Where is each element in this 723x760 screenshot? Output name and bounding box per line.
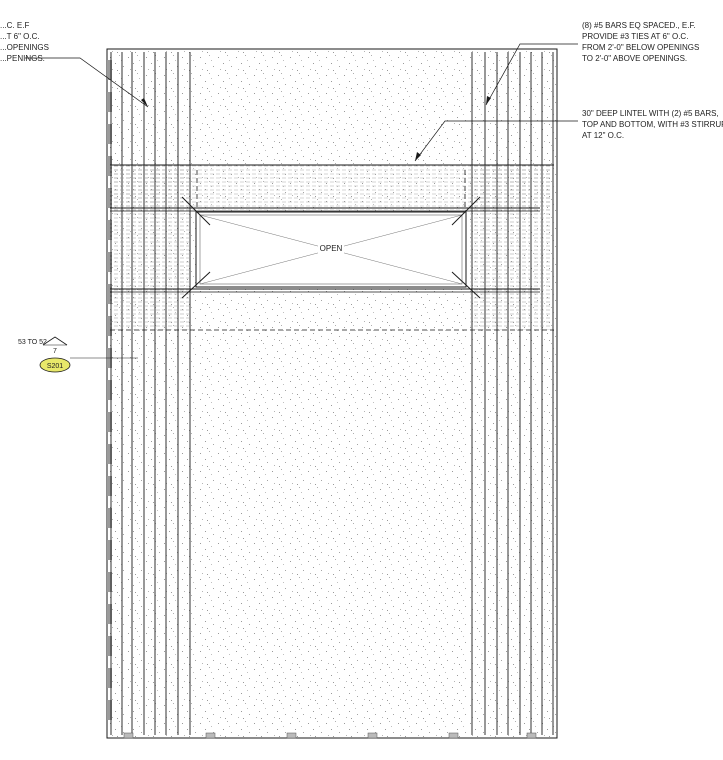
- note-lintel: 30" DEEP LINTEL WITH (2) #5 BARS, TOP AN…: [582, 109, 723, 140]
- svg-text:30" DEEP LINTEL WITH (2) #5 BA: 30" DEEP LINTEL WITH (2) #5 BARS,: [582, 109, 719, 118]
- wall-outline: [106, 48, 558, 739]
- svg-text:...T 6" O.C.: ...T 6" O.C.: [0, 32, 40, 41]
- bottom-support: [367, 732, 378, 739]
- note-rebar-ties: (8) #5 BARS EQ SPACED., E.F. PROVIDE #3 …: [582, 21, 699, 63]
- bottom-support: [123, 732, 134, 739]
- section-number: 7: [53, 348, 57, 355]
- edge-block: [107, 540, 112, 560]
- edge-block: [107, 476, 112, 496]
- svg-text:...PENINGS.: ...PENINGS.: [0, 54, 45, 63]
- corner-bar-tl: [181, 196, 211, 226]
- section-range-label: 53 TO 52: [18, 339, 47, 346]
- bottom-support: [526, 732, 537, 739]
- edge-block: [107, 700, 112, 720]
- section-marker-head: [42, 336, 68, 346]
- edge-block: [107, 316, 112, 336]
- edge-block: [107, 188, 112, 208]
- svg-text:TOP AND BOTTOM, WITH #3 STIRRU: TOP AND BOTTOM, WITH #3 STIRRUPS: [582, 120, 723, 129]
- svg-text:TO 2'-0" ABOVE OPENINGS.: TO 2'-0" ABOVE OPENINGS.: [582, 54, 687, 63]
- svg-text:AT 12" O.C.: AT 12" O.C.: [582, 131, 624, 140]
- edge-block: [107, 412, 112, 432]
- corner-bar-br: [451, 271, 481, 299]
- svg-text:FROM 2'-0" BELOW OPENINGS: FROM 2'-0" BELOW OPENINGS: [582, 43, 699, 52]
- section-sheet-bubble: [39, 357, 71, 373]
- note-rebar-left-partial: ...C. E.F ...T 6" O.C. ...OPENINGS ...PE…: [0, 21, 49, 63]
- edge-block: [107, 156, 112, 176]
- edge-block: [107, 572, 112, 592]
- edge-block: [107, 252, 112, 272]
- edge-block: [107, 124, 112, 144]
- section-marker[interactable]: 53 TO 52 7 S201: [18, 336, 138, 373]
- edge-block: [107, 444, 112, 464]
- lintel-band: [110, 165, 554, 210]
- corner-bar-tr: [451, 196, 481, 226]
- svg-text:...C. E.F: ...C. E.F: [0, 21, 29, 30]
- edge-block: [107, 604, 112, 624]
- svg-text:...OPENINGS: ...OPENINGS: [0, 43, 49, 52]
- edge-block: [107, 636, 112, 656]
- edge-block: [107, 284, 112, 304]
- leader-lintel-note: [414, 120, 578, 162]
- edge-block: [107, 60, 112, 80]
- bottom-support: [448, 732, 459, 739]
- svg-text:PROVIDE #3 TIES AT 6" O.C.: PROVIDE #3 TIES AT 6" O.C.: [582, 32, 688, 41]
- edge-block: [107, 92, 112, 112]
- leader-right-note: [485, 43, 578, 106]
- opening-label: OPEN: [320, 244, 343, 253]
- leader-left-note: [25, 57, 149, 108]
- edge-block: [107, 668, 112, 688]
- section-sheet: S201: [47, 363, 63, 370]
- edge-block: [107, 220, 112, 240]
- bottom-support: [286, 732, 297, 739]
- corner-bar-bl: [181, 271, 211, 299]
- edge-block: [107, 380, 112, 400]
- bottom-support: [205, 732, 216, 739]
- opening: OPEN: [195, 211, 467, 288]
- svg-text:(8) #5 BARS EQ SPACED., E.F.: (8) #5 BARS EQ SPACED., E.F.: [582, 21, 696, 30]
- edge-block: [107, 508, 112, 528]
